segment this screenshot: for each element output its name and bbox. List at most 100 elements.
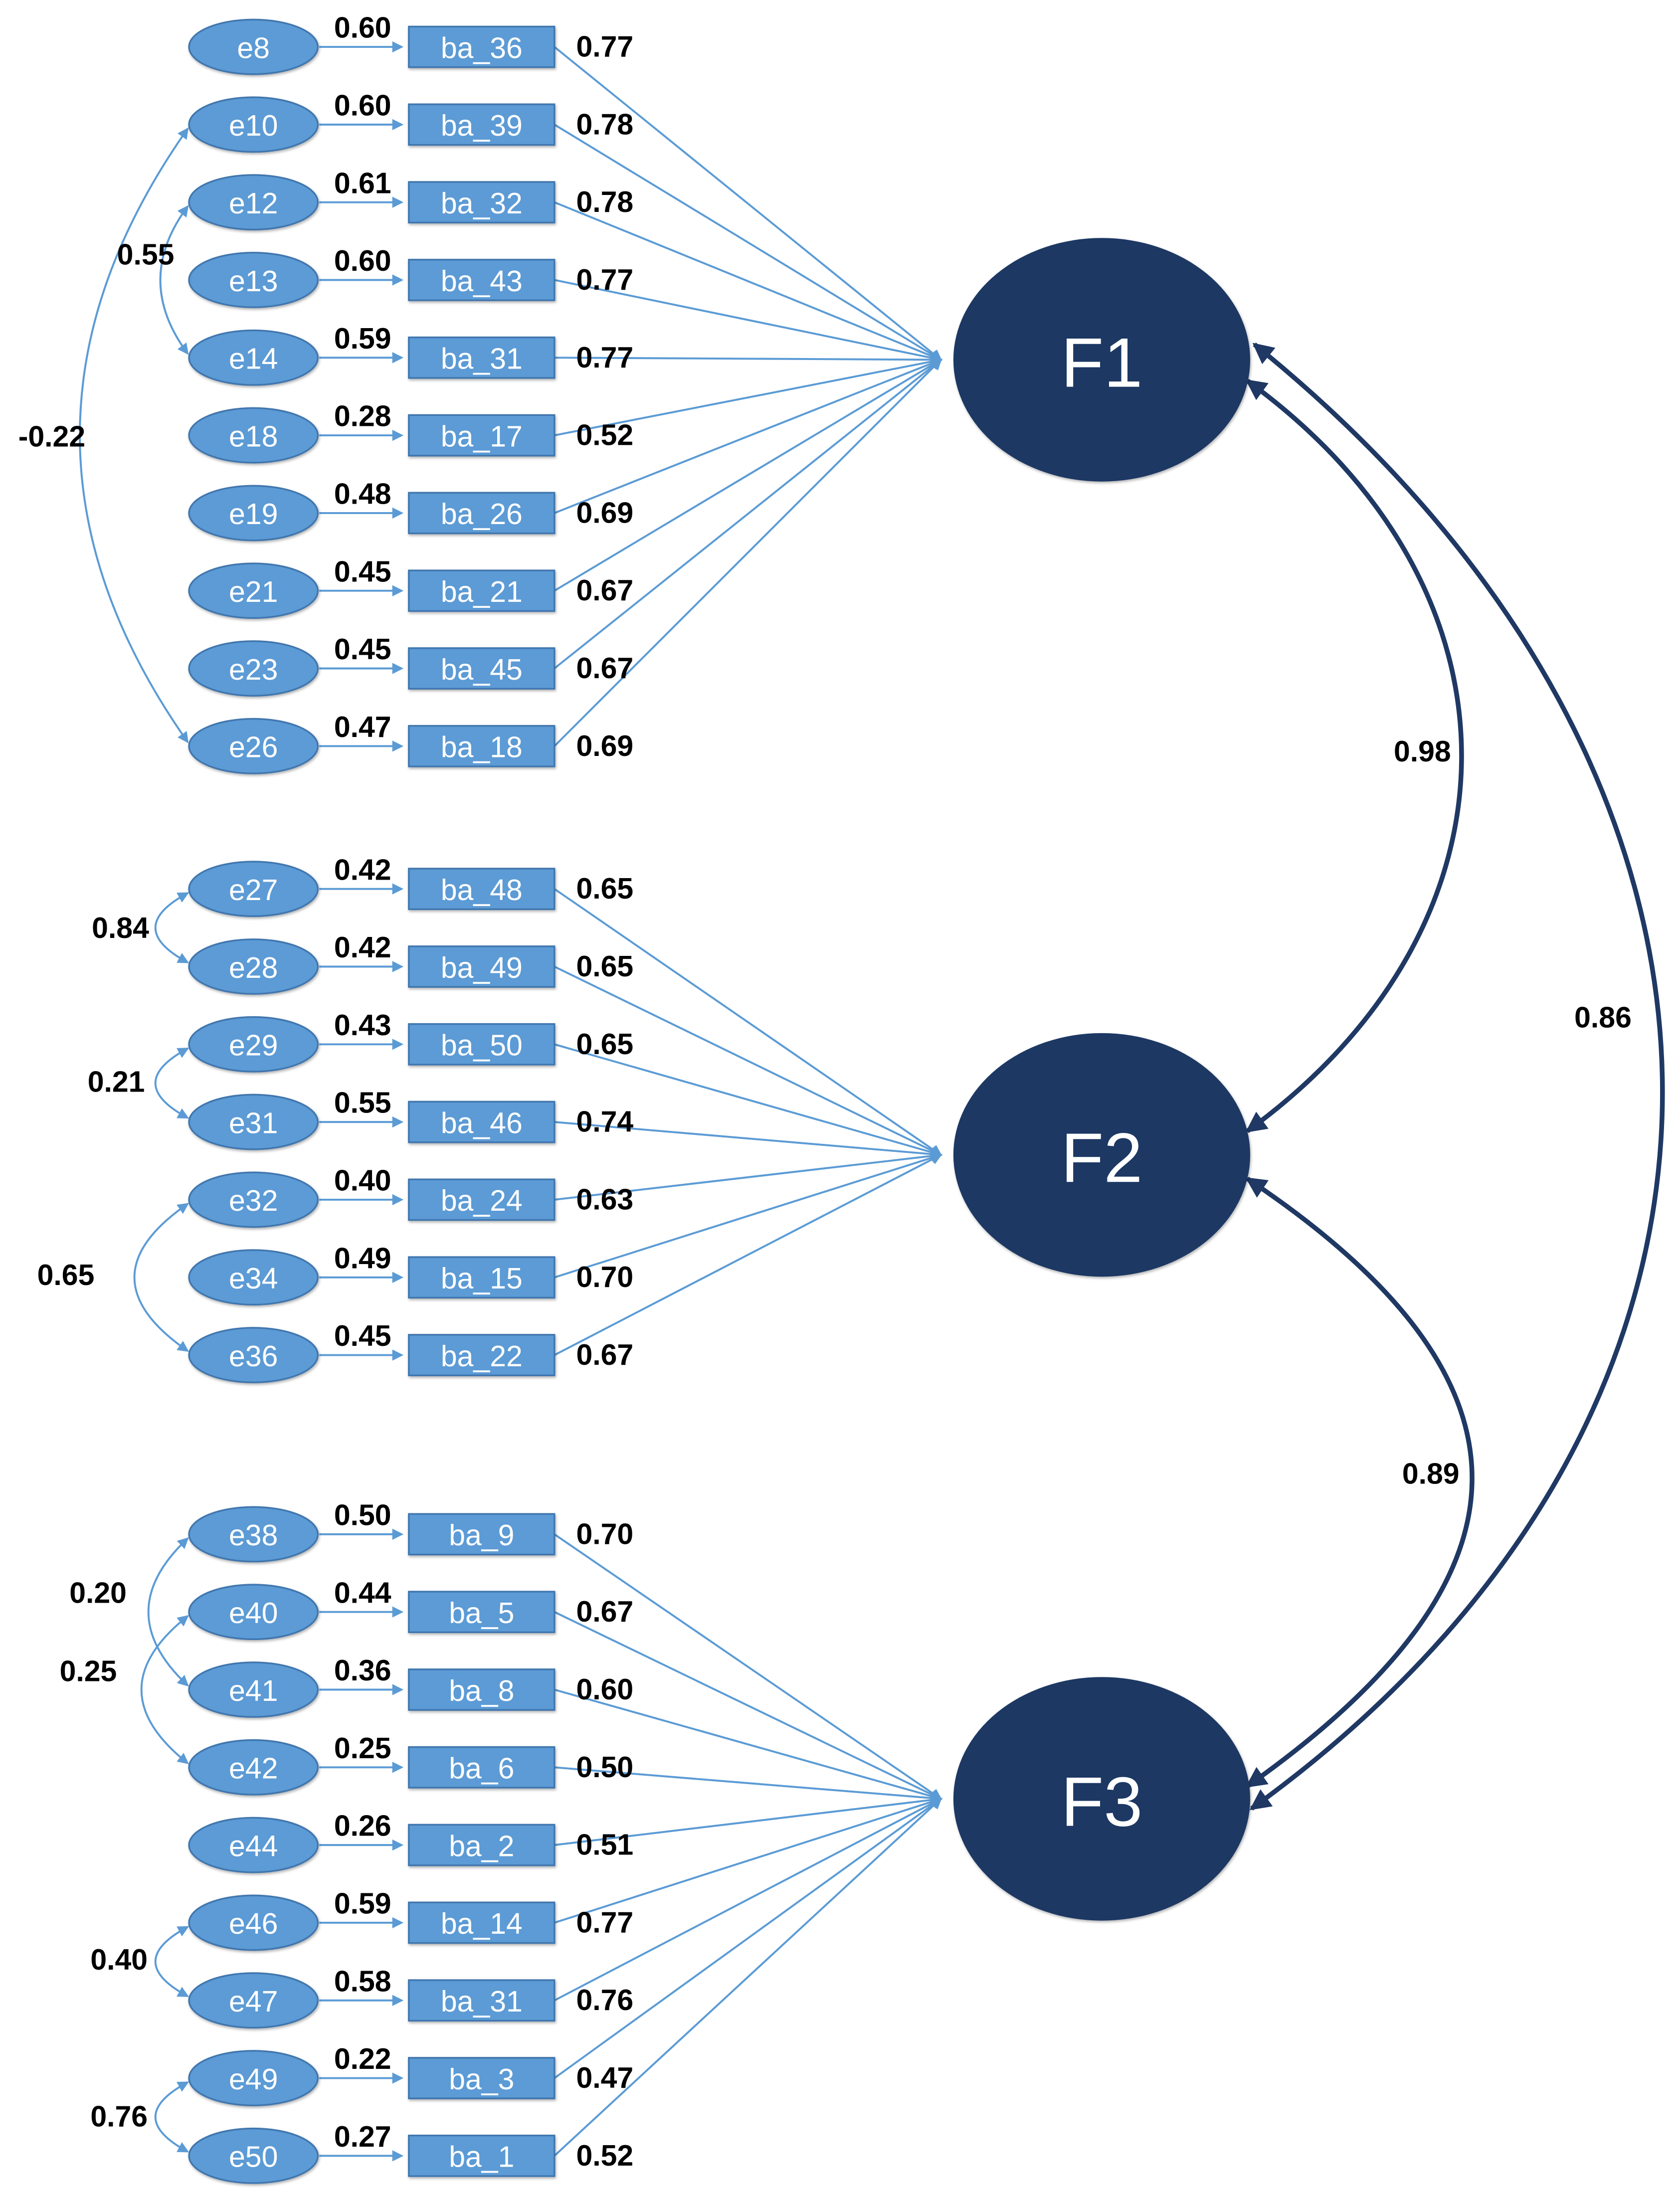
indicator-to-factor-line-ba_24 — [554, 1150, 942, 1201]
loading-label: 0.67 — [576, 1596, 634, 1628]
indicator-to-factor-line-ba_48 — [554, 888, 942, 1156]
indicator-to-factor-line-ba_2 — [554, 1794, 942, 1846]
factor-ellipse-F2 — [953, 1033, 1251, 1277]
indicator-to-factor-line-ba_14 — [554, 1796, 942, 1924]
indicator-label: ba_18 — [441, 732, 523, 764]
error-label: e42 — [229, 1753, 278, 1785]
indicator-label: ba_39 — [441, 110, 523, 142]
error-ellipse-e42 — [188, 1739, 319, 1796]
indicator-label: ba_26 — [441, 498, 523, 531]
indicator-to-factor-line-ba_3 — [554, 1798, 942, 2079]
error-ellipse-e36 — [188, 1327, 319, 1383]
error-label: e36 — [229, 1340, 278, 1373]
error-ellipse-e41 — [188, 1661, 319, 1718]
error-covariance-path-e32-e36 — [133, 1203, 189, 1352]
error-weight-label: 0.48 — [334, 478, 391, 511]
error-weight-label: 0.28 — [334, 400, 391, 433]
error-label: e28 — [229, 952, 278, 984]
indicator-to-factor-line-ba_36 — [554, 46, 942, 361]
factor-correlation-label-F1-F2: 0.98 — [1394, 735, 1451, 768]
indicator-label: ba_32 — [441, 187, 523, 220]
loading-label: 0.70 — [576, 1518, 634, 1550]
error-covariance-path-e49-e50 — [154, 2081, 189, 2153]
loading-label: 0.51 — [576, 1829, 634, 1861]
error-ellipse-e49 — [188, 2050, 319, 2106]
error-ellipse-e19 — [188, 485, 319, 542]
indicator-box-ba_36 — [408, 25, 556, 68]
indicator-to-factor-line-ba_9 — [554, 1533, 942, 1800]
error-ellipse-e10 — [188, 96, 319, 153]
indicator-box-ba_6 — [408, 1746, 556, 1789]
indicator-label: ba_5 — [449, 1597, 514, 1630]
indicator-box-ba_8 — [408, 1668, 556, 1711]
error-label: e40 — [229, 1597, 278, 1630]
error-label: e34 — [229, 1263, 278, 1295]
indicator-label: ba_45 — [441, 654, 523, 686]
error-weight-label: 0.43 — [334, 1009, 391, 1042]
error-weight-label: 0.45 — [334, 1320, 391, 1352]
error-covariance-path-e38-e41 — [147, 1537, 189, 1687]
indicator-to-factor-line-ba_5 — [554, 1611, 942, 1800]
loading-label: 0.67 — [576, 1339, 634, 1371]
error-covariance-label-e32-e36: 0.65 — [37, 1259, 95, 1291]
indicator-box-ba_39 — [408, 103, 556, 146]
indicator-label: ba_8 — [449, 1675, 514, 1707]
error-weight-label: 0.61 — [334, 167, 391, 199]
error-label: e44 — [229, 1830, 278, 1862]
indicator-to-factor-line-ba_32 — [554, 201, 942, 362]
indicator-box-ba_46 — [408, 1101, 556, 1143]
indicator-to-factor-line-ba_39 — [554, 124, 942, 361]
indicator-box-ba_14 — [408, 1901, 556, 1944]
loading-label: 0.77 — [576, 342, 634, 374]
indicator-box-ba_5 — [408, 1591, 556, 1634]
error-ellipse-e13 — [188, 252, 319, 308]
loading-label: 0.65 — [576, 950, 634, 983]
error-ellipse-e8 — [188, 18, 319, 75]
error-weight-label: 0.44 — [334, 1577, 391, 1609]
factor-ellipse-F1 — [953, 238, 1251, 482]
indicator-label: ba_49 — [441, 952, 523, 984]
loading-label: 0.76 — [576, 1984, 634, 2017]
indicator-to-factor-line-ba_49 — [554, 965, 942, 1156]
indicator-box-ba_2 — [408, 1824, 556, 1866]
error-label: e29 — [229, 1030, 278, 1062]
error-ellipse-e29 — [188, 1016, 319, 1073]
error-weight-label: 0.45 — [334, 555, 391, 588]
error-covariance-label-e38-e41: 0.20 — [69, 1577, 127, 1609]
error-weight-label: 0.60 — [334, 89, 391, 122]
error-covariance-label-e29-e31: 0.21 — [88, 1066, 145, 1099]
indicator-box-ba_15 — [408, 1256, 556, 1299]
error-ellipse-e28 — [188, 938, 319, 995]
factor-correlation-label-F1-F3: 0.86 — [1574, 1001, 1632, 1034]
error-weight-label: 0.60 — [334, 12, 391, 44]
indicator-box-ba_31 — [408, 1979, 556, 2022]
error-ellipse-e21 — [188, 562, 319, 619]
indicator-label: ba_9 — [449, 1519, 514, 1552]
indicator-box-ba_24 — [408, 1178, 556, 1221]
error-weight-label: 0.59 — [334, 323, 391, 355]
factor-correlation-label-F2-F3: 0.89 — [1402, 1458, 1460, 1490]
error-ellipse-e46 — [188, 1894, 319, 1951]
error-label: e8 — [237, 32, 270, 64]
error-weight-label: 0.40 — [334, 1165, 391, 1197]
error-covariance-path-e27-e28 — [154, 892, 189, 963]
error-label: e18 — [229, 420, 278, 453]
indicator-label: ba_15 — [441, 1263, 523, 1295]
indicator-box-ba_1 — [408, 2134, 556, 2177]
indicator-box-ba_32 — [408, 181, 556, 224]
error-label: e10 — [229, 110, 278, 142]
error-ellipse-e23 — [188, 640, 319, 697]
error-weight-label: 0.42 — [334, 931, 391, 964]
error-label: e19 — [229, 498, 278, 531]
error-covariance-path-e46-e47 — [154, 1926, 189, 1998]
error-weight-label: 0.47 — [334, 711, 391, 743]
indicator-label: ba_31 — [441, 343, 523, 375]
error-weight-label: 0.49 — [334, 1242, 391, 1275]
indicator-to-factor-line-ba_22 — [554, 1154, 942, 1356]
error-label: e38 — [229, 1519, 278, 1552]
loading-label: 0.63 — [576, 1183, 634, 1216]
indicator-label: ba_1 — [449, 2141, 514, 2174]
